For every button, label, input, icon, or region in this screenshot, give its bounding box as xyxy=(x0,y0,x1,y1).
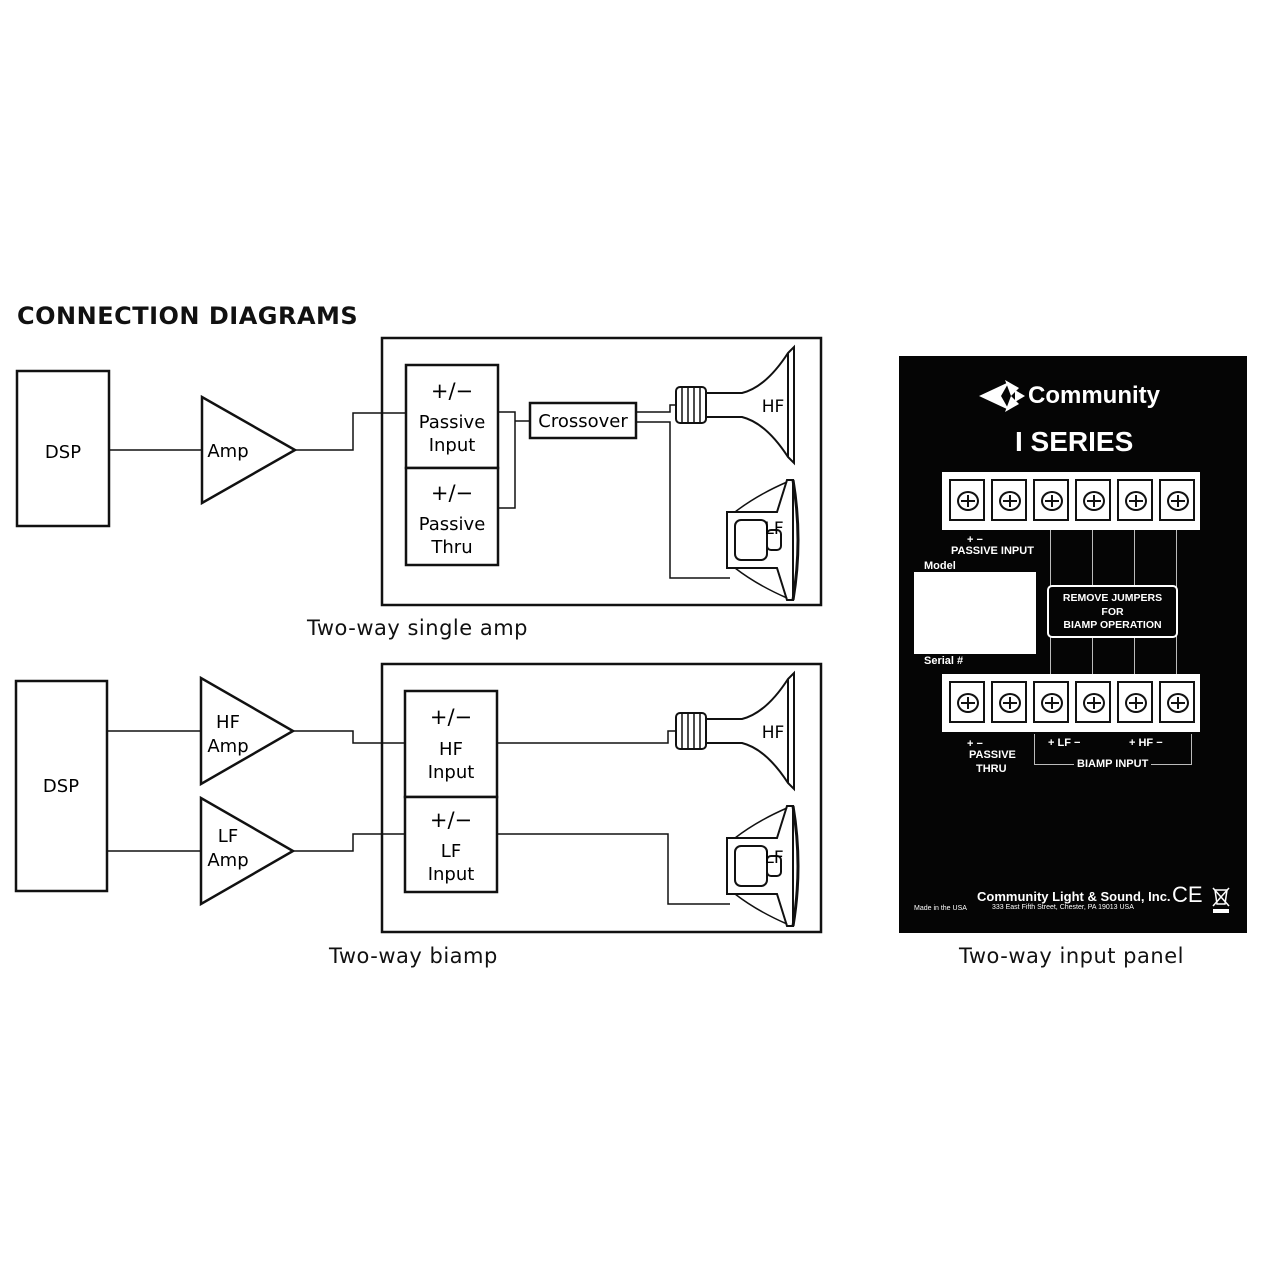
hf-label-2: HF xyxy=(762,723,785,743)
brand-name: Community xyxy=(1028,382,1160,409)
ce-mark: CE xyxy=(1172,882,1203,907)
lf-amp-triangle xyxy=(199,795,296,907)
model-label: Model xyxy=(924,560,956,572)
passive-thru-signs: + − xyxy=(967,738,983,750)
lf-woofer-icon-2 xyxy=(725,804,800,928)
dsp-label-2: DSP xyxy=(43,776,79,797)
page-title: CONNECTION DIAGRAMS xyxy=(17,302,359,330)
passive-input-signs: + − xyxy=(967,534,983,546)
hf-terminal-label: + HF − xyxy=(1129,737,1163,749)
lf-input-line2: Input xyxy=(428,864,475,885)
lf-input-line1: LF xyxy=(441,841,461,862)
crossover-box xyxy=(528,401,638,440)
terminal-screw xyxy=(1075,479,1111,521)
input-panel: Community I SERIES + − PASSIVE INPUT Mod… xyxy=(899,356,1247,933)
terminal-screw xyxy=(1033,681,1069,723)
jumper-notice: REMOVE JUMPERS FOR BIAMP OPERATION xyxy=(1047,585,1178,638)
amp-triangle xyxy=(200,394,298,506)
terminal-screw xyxy=(1033,479,1069,521)
passive-input-line2: Input xyxy=(429,435,476,456)
terminal-screw xyxy=(1117,681,1153,723)
lf-amp-line2: Amp xyxy=(207,850,248,871)
passive-thru-sign: +/− xyxy=(431,481,473,505)
terminal-block-top xyxy=(942,472,1200,530)
speaker-enclosure-2 xyxy=(380,662,823,934)
jumper-line3: BIAMP OPERATION xyxy=(1063,619,1162,631)
diagram-single-amp: DSP Amp +/− Passive Input +/− Passive Th… xyxy=(15,336,823,607)
lf-input-box xyxy=(403,795,499,894)
biamp-input-label: BIAMP INPUT xyxy=(1077,758,1149,770)
passive-thru-line1: Passive xyxy=(419,514,486,535)
caption-single-amp: Two-way single amp xyxy=(307,616,528,640)
hf-amp-line1: HF xyxy=(216,712,240,733)
hf-amp-triangle xyxy=(199,675,296,787)
terminal-screw xyxy=(1075,681,1111,723)
dsp-box xyxy=(15,369,111,528)
terminal-screw xyxy=(949,681,985,723)
passive-input-label: PASSIVE INPUT xyxy=(951,545,1034,557)
hf-label-1: HF xyxy=(762,397,785,417)
community-logo-icon xyxy=(979,380,1025,412)
company-name: Community Light & Sound, Inc. xyxy=(977,889,1171,904)
terminal-screw xyxy=(1117,479,1153,521)
dsp-box-2 xyxy=(14,679,109,893)
lf-label-2: LF xyxy=(764,848,783,868)
crossover-label: Crossover xyxy=(538,411,628,432)
series-name: I SERIES xyxy=(1015,426,1134,457)
serial-label: Serial # xyxy=(924,655,964,667)
amp-label: Amp xyxy=(207,441,248,462)
jumper-line2: FOR xyxy=(1101,605,1124,618)
passive-input-sign: +/− xyxy=(431,379,473,403)
diagram-biamp: DSP HF Amp LF Amp +/− HF Input +/− LF In… xyxy=(14,662,823,934)
lf-terminal-label: + LF − xyxy=(1048,737,1081,749)
terminal-screw xyxy=(1159,681,1195,723)
model-serial-sticker xyxy=(914,572,1036,654)
caption-biamp: Two-way biamp xyxy=(329,944,498,968)
passive-thru-box xyxy=(404,466,500,567)
hf-amp-line2: Amp xyxy=(207,736,248,757)
passive-input-line1: Passive xyxy=(419,412,486,433)
passive-thru-line2: Thru xyxy=(430,537,472,558)
terminal-screw xyxy=(949,479,985,521)
dsp-label: DSP xyxy=(45,442,81,463)
weee-bin-icon xyxy=(1212,887,1230,913)
speaker-enclosure xyxy=(380,336,823,607)
hf-input-sign: +/− xyxy=(430,705,472,729)
hf-input-line2: Input xyxy=(428,762,475,783)
lf-woofer-icon xyxy=(725,478,800,602)
made-in-usa: Made in the USA xyxy=(914,905,967,912)
caption-input-panel: Two-way input panel xyxy=(959,944,1184,968)
terminal-screw xyxy=(1159,479,1195,521)
terminal-block-bottom xyxy=(942,674,1200,732)
passive-thru-line1: PASSIVE xyxy=(969,749,1016,761)
lf-amp-line1: LF xyxy=(218,826,238,847)
terminal-screw xyxy=(991,479,1027,521)
terminal-screw xyxy=(991,681,1027,723)
hf-input-line1: HF xyxy=(439,739,463,760)
company-address: 333 East Fifth Street, Chester, PA 19013… xyxy=(992,904,1134,911)
lf-label-1: LF xyxy=(764,519,783,539)
passive-thru-line2: THRU xyxy=(976,763,1007,775)
lf-input-sign: +/− xyxy=(430,808,472,832)
jumper-line1: REMOVE JUMPERS xyxy=(1062,592,1163,604)
